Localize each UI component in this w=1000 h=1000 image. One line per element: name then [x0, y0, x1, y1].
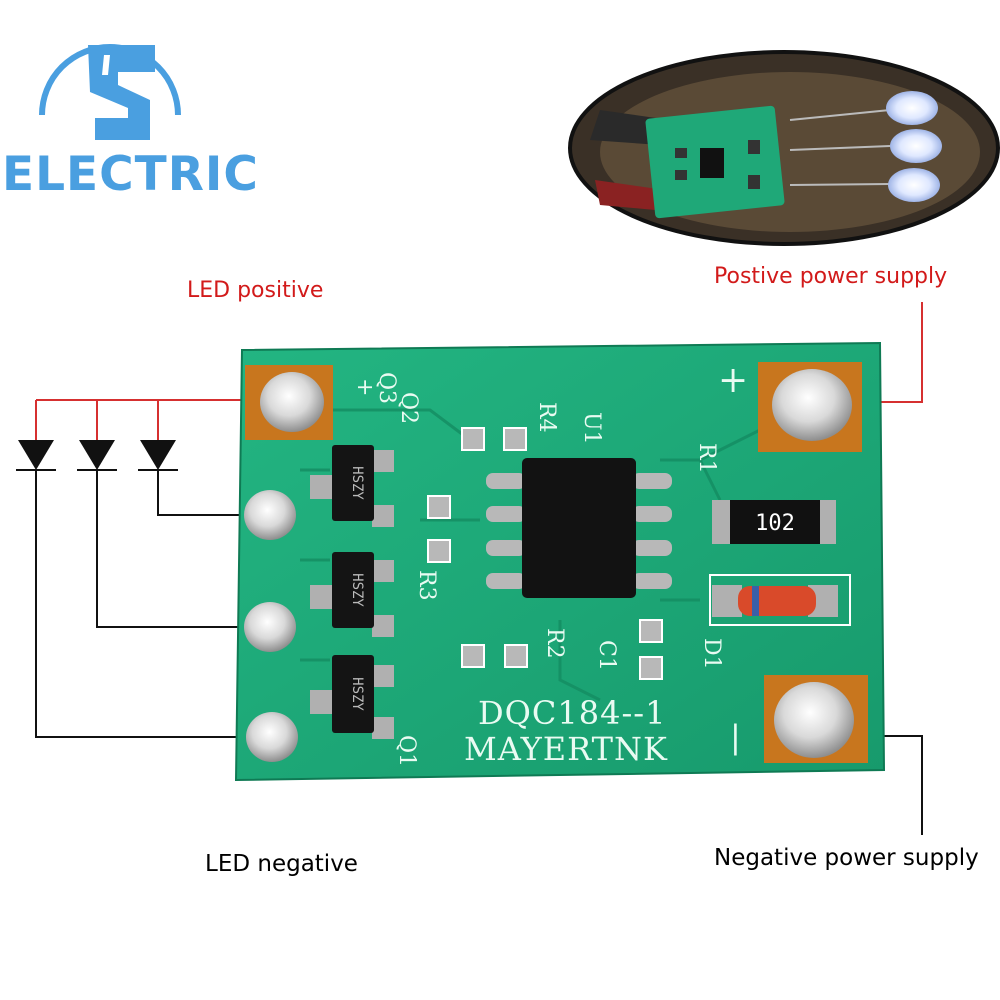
led-diode-2 — [77, 440, 117, 471]
s-logo-icon — [39, 44, 181, 140]
board-brand: MAYERTNK — [464, 730, 668, 768]
led-diode-1 — [16, 440, 56, 471]
pad-led-3 — [246, 712, 298, 762]
silk-c1: C1 — [594, 640, 619, 671]
label-positive-supply: Postive power supply — [714, 264, 948, 289]
transistor-q2: HSZY — [310, 552, 394, 637]
resistor-r1: 102 — [712, 500, 836, 544]
silk-q2: Q2 — [396, 392, 421, 424]
silk-q3: Q3 — [374, 372, 399, 404]
pcb-board: HSZY HSZY HSZY — [234, 341, 886, 782]
label-led-negative: LED negative — [205, 851, 358, 877]
silk-r4: R4 — [534, 402, 559, 433]
pad-led-1 — [244, 490, 296, 540]
board-model: DQC184--1 — [478, 694, 666, 732]
transistor-q1: HSZY — [310, 655, 394, 739]
black-wires — [35, 470, 923, 835]
silk-q1: Q1 — [394, 735, 419, 767]
diode-d1 — [709, 574, 851, 626]
transistor-q1-code: HSZY — [349, 677, 365, 711]
silk-plus: + — [352, 378, 377, 396]
silk-u1: U1 — [579, 412, 604, 445]
pad-negative-supply — [764, 675, 868, 763]
ic-u1 — [486, 458, 672, 598]
transistor-q2-code: HSZY — [349, 573, 365, 607]
pad-positive-supply — [758, 362, 862, 452]
silk-minus-supply: | — [730, 718, 741, 756]
silk-d1: D1 — [699, 638, 724, 670]
logo-text: ELECTRIC — [2, 147, 259, 202]
inset-photo — [568, 50, 1000, 246]
silk-r1: R1 — [694, 443, 719, 474]
silk-r2: R2 — [542, 628, 567, 659]
led-diode-3 — [138, 440, 178, 471]
silk-r3: R3 — [414, 570, 439, 601]
pad-led-positive — [245, 365, 333, 440]
silkscreen: + Q3 Q2 R4 U1 R1 R3 R2 C1 D1 Q1 + | DQC1… — [352, 360, 748, 768]
component-pads — [427, 427, 663, 680]
transistor-q3-code: HSZY — [349, 466, 365, 500]
transistor-q3: HSZY — [310, 445, 394, 527]
resistor-code: 102 — [755, 511, 795, 536]
silk-plus-supply: + — [718, 360, 748, 401]
label-negative-supply: Negative power supply — [714, 845, 979, 871]
pad-led-2 — [244, 602, 296, 652]
label-led-positive: LED positive — [187, 278, 324, 303]
